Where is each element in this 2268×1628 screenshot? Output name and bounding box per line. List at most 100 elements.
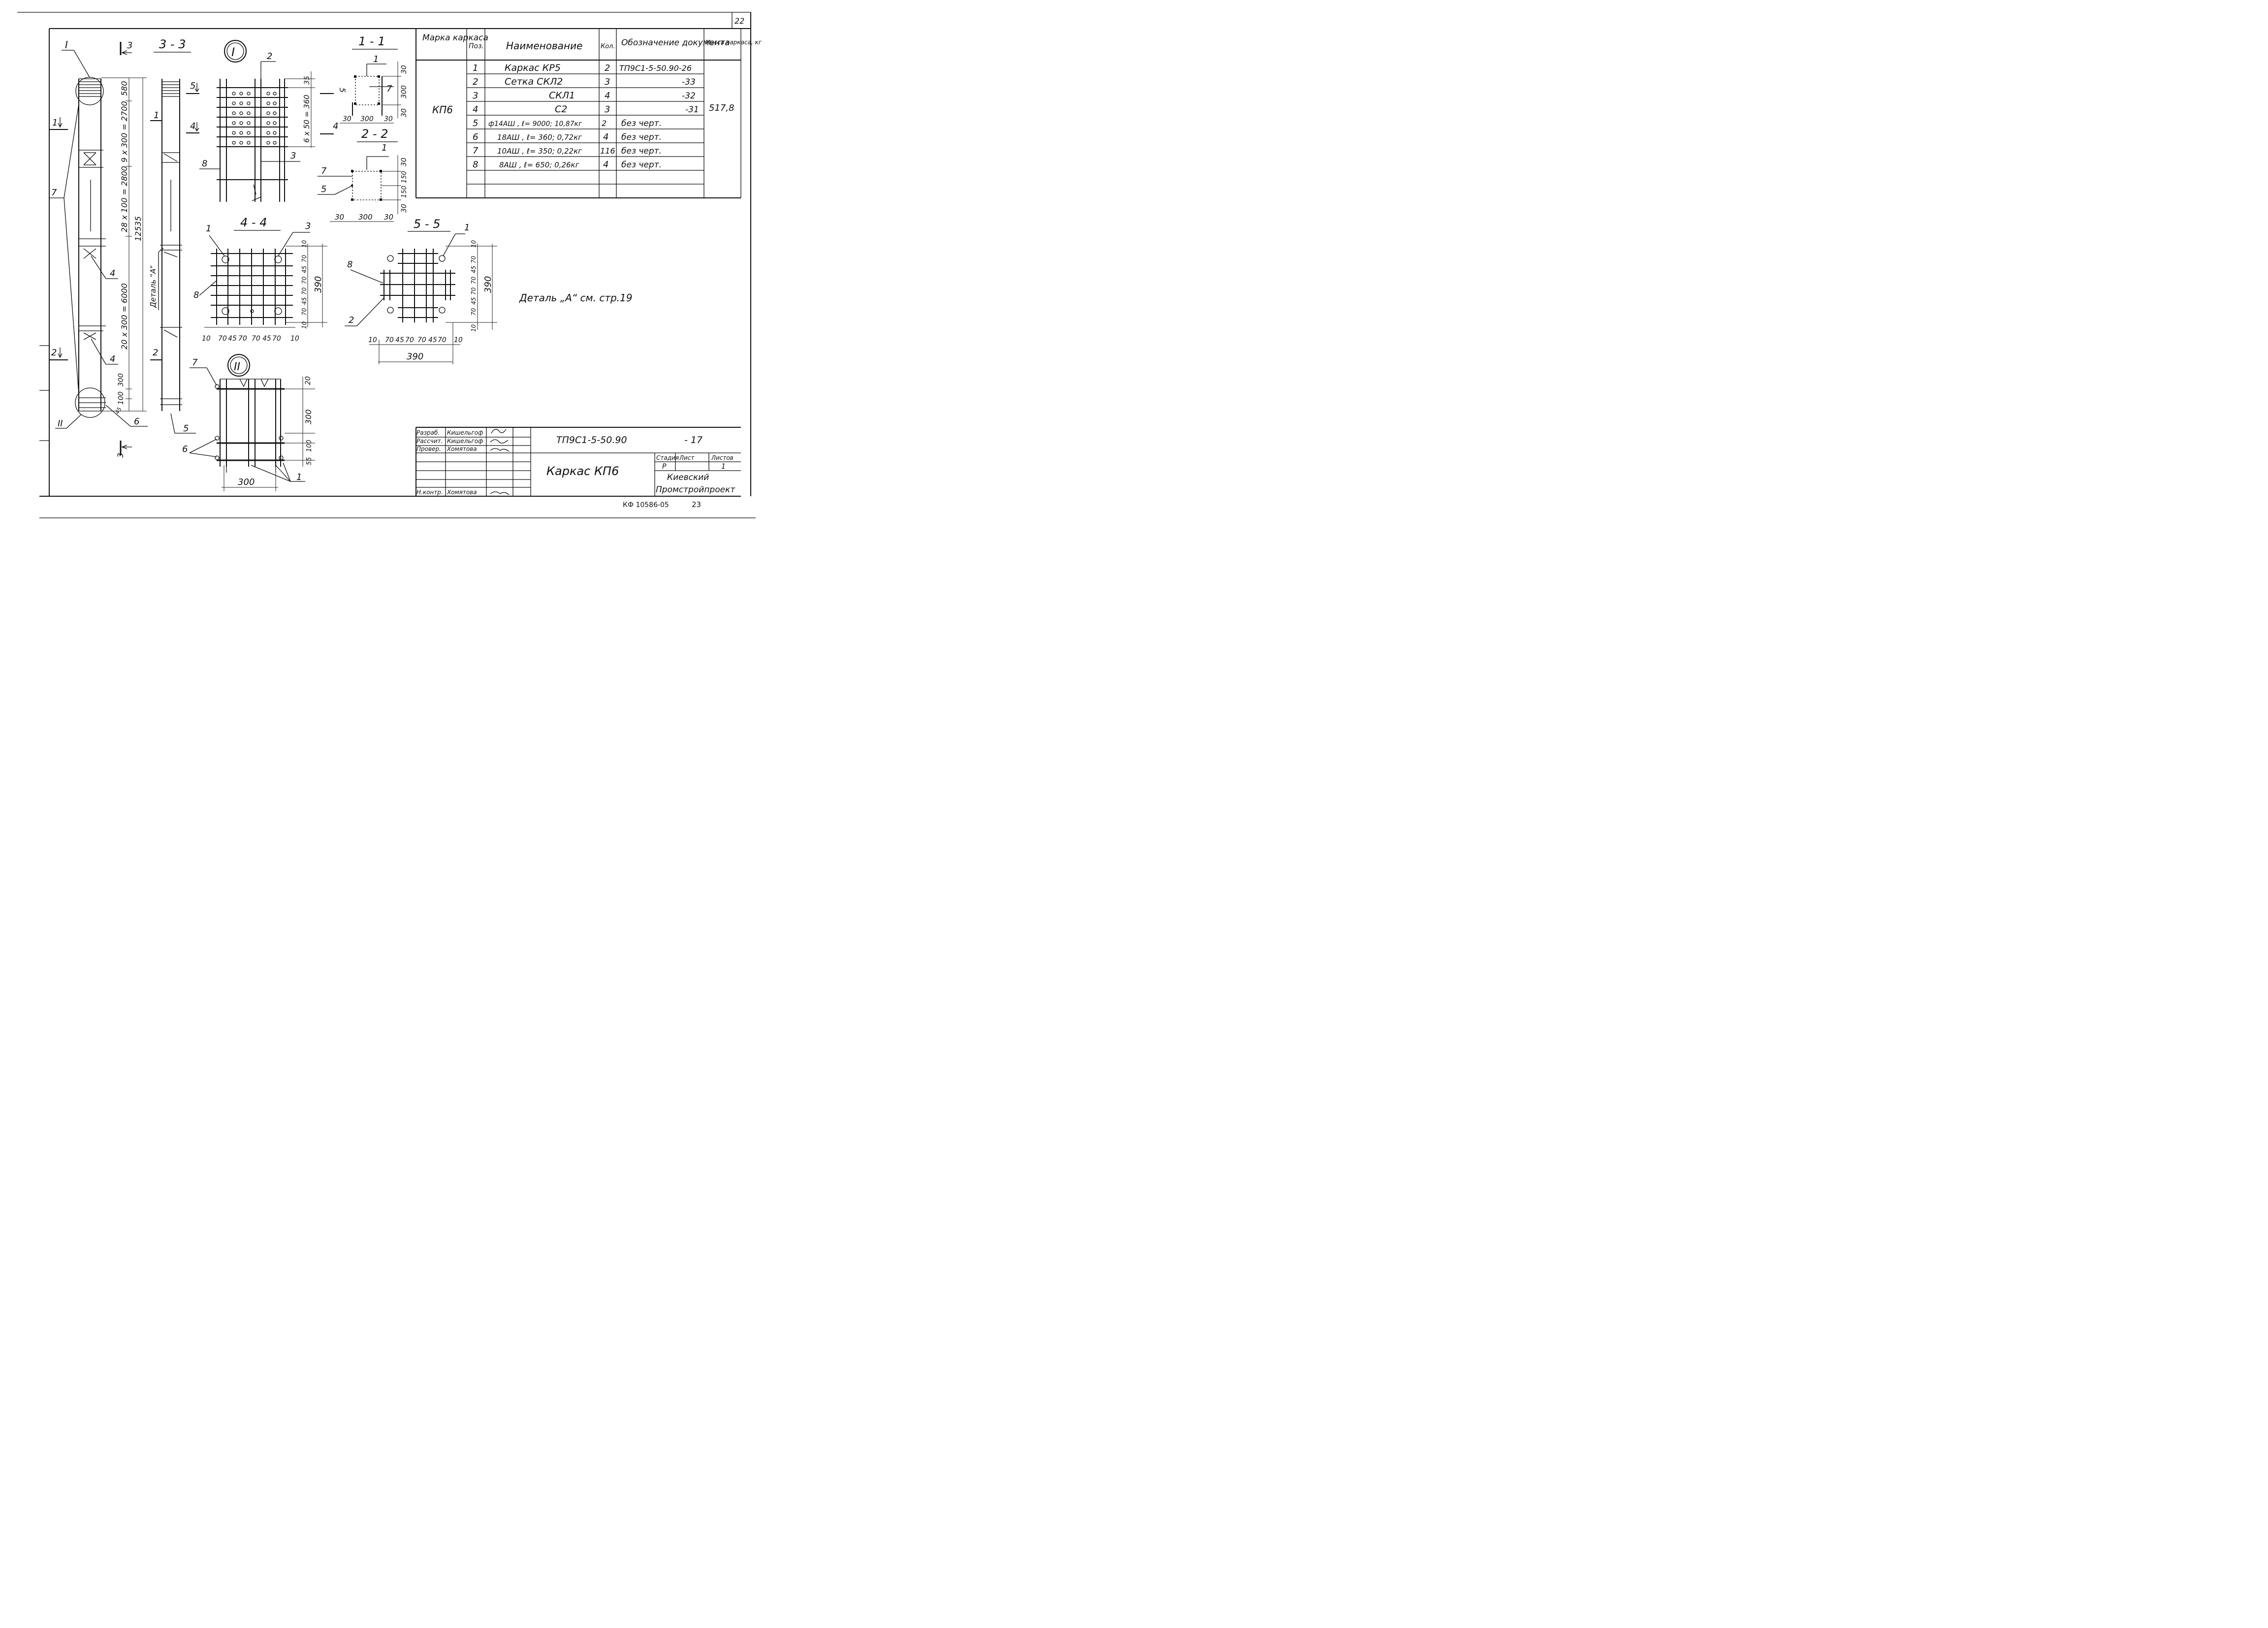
- svg-text:8: 8: [347, 259, 352, 270]
- svg-text:45: 45: [262, 335, 271, 343]
- svg-text:55: 55: [306, 457, 313, 465]
- section-2-2-title: 2 - 2: [361, 127, 388, 141]
- table-row: 5 ф14АШ , ℓ= 9000; 10,87кг 2 без черт.: [473, 118, 662, 128]
- cut-markers: 1 2: [49, 117, 68, 360]
- svg-text:10: 10: [470, 240, 477, 248]
- svg-text:6 x 50 = 360: 6 x 50 = 360: [302, 95, 311, 143]
- detail-II-dims: [222, 377, 315, 491]
- svg-text:4: 4: [110, 268, 115, 279]
- svg-text:Н.контр.: Н.контр.: [416, 489, 443, 496]
- svg-text:7: 7: [386, 84, 392, 94]
- svg-text:30: 30: [343, 115, 351, 123]
- svg-text:2: 2: [349, 315, 354, 325]
- svg-text:-33: -33: [682, 77, 696, 87]
- svg-text:20: 20: [304, 376, 312, 385]
- section-4-4-title: 4 - 4: [240, 216, 267, 229]
- section-4-4-bottom-dims: 10 70 45 70 70 45 70 10: [202, 335, 299, 343]
- section-1-1-view: [352, 75, 383, 116]
- column-elevation: [75, 77, 106, 418]
- section-4-4-right-dims: 10 70 45 70 70 45 70 10: [301, 240, 308, 329]
- svg-text:70: 70: [470, 287, 477, 295]
- svg-text:9 x 300 = 2700: 9 x 300 = 2700: [120, 101, 129, 162]
- svg-text:ТП9С1-5-50.90-26: ТП9С1-5-50.90-26: [619, 64, 692, 73]
- callout-I-label: I: [65, 39, 68, 51]
- section-3-3-cuts: 1 2: [150, 110, 162, 360]
- svg-text:1: 1: [382, 143, 387, 153]
- table-row: 1 Каркас КР5 2 ТП9С1-5-50.90-26: [473, 63, 692, 73]
- svg-text:30: 30: [400, 108, 408, 117]
- svg-text:300: 300: [238, 477, 255, 487]
- svg-text:10: 10: [301, 240, 308, 248]
- svg-text:10: 10: [301, 321, 308, 329]
- section-4-4-dims: [204, 244, 327, 328]
- svg-text:-32: -32: [682, 91, 696, 101]
- table-row: 8 8АШ , ℓ= 650; 0,26кг 4 без черт.: [473, 160, 662, 170]
- svg-text:300: 300: [117, 373, 125, 386]
- svg-text:4: 4: [473, 104, 478, 115]
- svg-text:Кишельгоф: Кишельгоф: [447, 429, 483, 436]
- table-row: 2 Сетка СКЛ2 3 -33: [473, 76, 696, 87]
- svg-text:390: 390: [407, 351, 423, 362]
- archive-page: 23: [692, 500, 701, 509]
- svg-text:8АШ , ℓ= 650; 0,26кг: 8АШ , ℓ= 650; 0,26кг: [499, 160, 579, 169]
- svg-text:300: 300: [360, 115, 374, 123]
- svg-text:без черт.: без черт.: [621, 119, 662, 128]
- svg-text:С2: С2: [555, 104, 567, 115]
- svg-text:10: 10: [368, 336, 377, 344]
- sheet-number: 22: [735, 16, 744, 26]
- svg-text:8: 8: [193, 290, 199, 300]
- header-mass: Масса каркаса, кг: [705, 39, 762, 46]
- section-5-5-dims: [369, 244, 497, 364]
- svg-text:Сетка СКЛ2: Сетка СКЛ2: [505, 76, 563, 87]
- svg-text:30: 30: [400, 158, 408, 166]
- svg-text:6: 6: [182, 444, 188, 454]
- svg-text:2: 2: [473, 77, 478, 87]
- svg-text:30: 30: [384, 213, 393, 222]
- detail-I-title: I: [231, 45, 235, 59]
- org-name-1: Киевский: [667, 473, 709, 482]
- svg-text:1: 1: [464, 223, 470, 233]
- svg-text:30: 30: [335, 213, 344, 222]
- header-name: Наименование: [506, 40, 582, 52]
- title-block: [415, 427, 741, 496]
- detail-II-title: II: [234, 361, 240, 373]
- header-mark: Марка каркаса: [422, 33, 488, 43]
- cut-3-markers: 3 3: [116, 40, 132, 458]
- drawing-suffix: - 17: [684, 435, 703, 446]
- svg-text:35: 35: [303, 76, 311, 85]
- title-block-roles: Разраб. Рассчит. Провер. Н.контр. Кишель…: [416, 429, 483, 496]
- svg-text:6: 6: [473, 132, 478, 142]
- svg-text:70: 70: [252, 335, 260, 343]
- svg-text:без черт.: без черт.: [621, 146, 662, 156]
- svg-text:8: 8: [473, 160, 478, 170]
- svg-text:Кишельгоф: Кишельгоф: [447, 438, 483, 445]
- detail-a-label: Деталь "А": [149, 265, 158, 308]
- svg-text:5: 5: [473, 118, 478, 128]
- mark-value: КП6: [432, 104, 453, 116]
- section-3-3-view: [160, 79, 182, 411]
- svg-text:580: 580: [120, 81, 129, 96]
- svg-text:7: 7: [473, 146, 479, 156]
- svg-text:Р: Р: [662, 463, 667, 471]
- svg-text:6: 6: [134, 416, 139, 427]
- svg-text:300: 300: [358, 213, 373, 222]
- svg-text:5: 5: [183, 423, 189, 434]
- svg-text:70: 70: [301, 276, 308, 284]
- svg-text:Провер.: Провер.: [416, 446, 441, 452]
- svg-text:5: 5: [321, 184, 326, 194]
- svg-text:7: 7: [321, 166, 327, 176]
- svg-text:3: 3: [290, 151, 296, 161]
- svg-text:2: 2: [605, 63, 610, 73]
- svg-text:3: 3: [116, 453, 125, 458]
- top-mesh-lines: [79, 81, 101, 97]
- callout-circle-II: [75, 387, 105, 418]
- detail-I-marker: [224, 40, 247, 63]
- elevation-dimensions: [101, 77, 147, 412]
- mass-value: 517,8: [709, 103, 735, 113]
- svg-text:Рассчит.: Рассчит.: [416, 438, 443, 445]
- svg-text:СКЛ1: СКЛ1: [549, 90, 575, 101]
- svg-text:Каркас КР5: Каркас КР5: [505, 63, 561, 73]
- svg-text:2: 2: [51, 348, 57, 358]
- section-2-2-view: [351, 170, 382, 201]
- detail-I-rebars: [232, 92, 277, 145]
